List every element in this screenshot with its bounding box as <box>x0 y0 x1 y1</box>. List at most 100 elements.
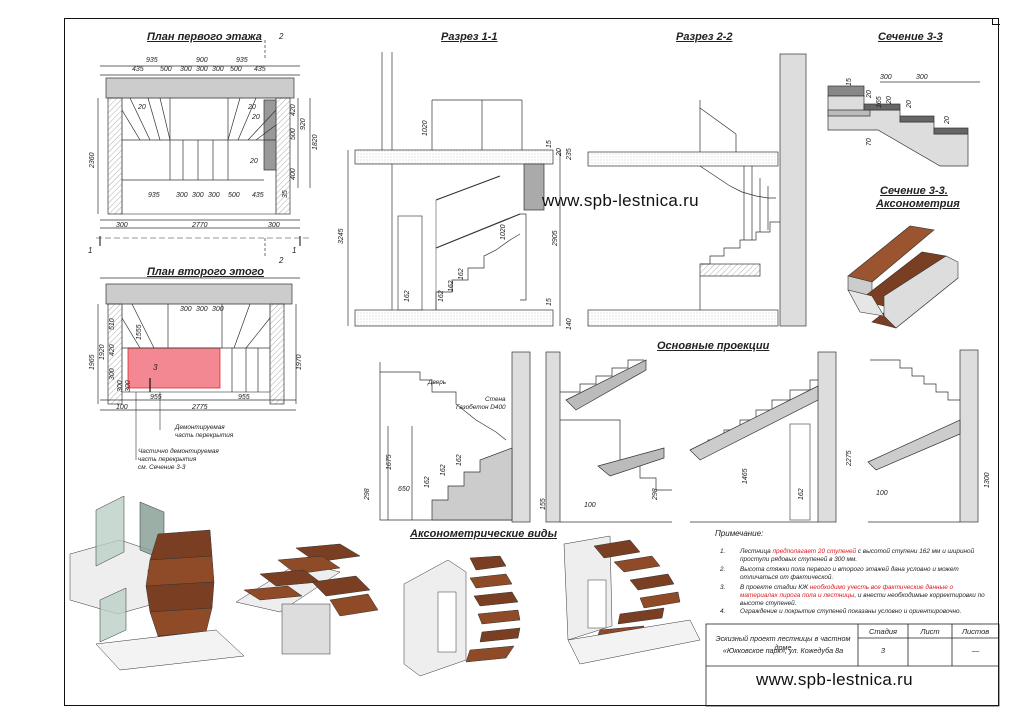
plan2-dim: 300 <box>196 306 208 313</box>
plan2-dim: 1970 <box>296 354 303 370</box>
cut33-geometry <box>827 81 980 167</box>
section1-dim: 162 <box>404 290 411 302</box>
stamp-project-line2: «Юкковское парк», ул. Кожедуба 8а <box>722 646 844 655</box>
section-marker: 2 <box>279 256 284 265</box>
title-section-2: Разрез 2-2 <box>676 31 733 43</box>
plan1-height: 2360 <box>89 152 96 168</box>
stamp-sheets-value: — <box>971 646 980 655</box>
plan2-dim: 1555 <box>136 324 143 340</box>
section1-dim: 140 <box>566 318 573 330</box>
section-marker: 1 <box>88 246 93 255</box>
projection-dim: 162 <box>440 464 447 476</box>
axo-views-geometry <box>69 495 701 677</box>
projection-dim: 650 <box>398 486 410 493</box>
title-plan-first: План первого этажа <box>147 31 262 43</box>
plan1-overall: 2770 <box>192 222 208 229</box>
note-num: 3. <box>720 584 726 591</box>
plan1-dim: 435 <box>132 66 144 73</box>
plan1-dim: 935 <box>148 192 160 199</box>
plan1-dim: 435 <box>252 192 264 199</box>
cut33-dim: 165 <box>876 96 883 108</box>
drawing-frame <box>64 18 999 706</box>
cut33-dim: 300 <box>916 74 928 81</box>
plan2-dim: 300 <box>125 380 132 392</box>
plan1-dim: 900 <box>196 57 208 64</box>
cut33-dim: 20 <box>866 90 873 98</box>
note-item: Ограждение и покрытие ступеней показаны … <box>740 608 962 615</box>
plan1-dim: 300 <box>180 66 192 73</box>
plan1-dim: 500 <box>230 66 242 73</box>
projection-dim: 155 <box>540 498 547 510</box>
plan1-dim-small: 35 <box>282 190 289 198</box>
plan1-dim: 300 <box>196 66 208 73</box>
projection-dim: 298 <box>364 488 371 500</box>
projection-dim: 100 <box>876 490 888 497</box>
frame-corner-mark <box>992 18 1000 25</box>
plan1-dim: 300 <box>116 222 128 229</box>
plan2-dim: 420 <box>109 344 116 356</box>
section1-dim: 1020 <box>500 224 507 240</box>
plan1-dim: 500 <box>228 192 240 199</box>
plan1-dim: 300 <box>208 192 220 199</box>
plan2-dim: 955 <box>238 394 250 401</box>
plan1-dim: 935 <box>236 57 248 64</box>
title-block: Эскизный проект лестницы в частном доме … <box>706 624 999 706</box>
note-num: 2. <box>720 566 726 573</box>
section1-dim: 162 <box>438 290 445 302</box>
section1-dim: 162 <box>448 280 455 292</box>
plan1-geometry <box>96 40 311 256</box>
stamp-col-sheets: Листов <box>961 627 990 636</box>
plan1-dim: 500 <box>160 66 172 73</box>
plan1-dim: 300 <box>268 222 280 229</box>
watermark-top[interactable]: www.spb-lestnica.ru <box>542 191 699 210</box>
projection-dim: 162 <box>798 488 805 500</box>
note-num: 4. <box>720 608 726 615</box>
cut33-dim: 70 <box>866 138 873 146</box>
notes-heading: Примечание: <box>715 529 764 538</box>
plan2-dim: 1965 <box>89 354 96 370</box>
plan1-dim: 420 <box>290 104 297 116</box>
projection-dim: 100 <box>584 502 596 509</box>
cut33-dim: 20 <box>886 96 893 104</box>
title-main-projections: Основные проекции <box>657 340 770 352</box>
note-item: Лестница предполагает 20 ступеней с высо… <box>740 548 975 563</box>
projections-geometry <box>379 349 979 523</box>
cut33-axo-geometry <box>847 225 959 329</box>
projection-dim: 1465 <box>742 468 749 484</box>
watermark-bottom[interactable]: www.spb-lestnica.ru <box>756 670 913 689</box>
plan1-dim-small: 20 <box>138 104 146 111</box>
cut33-dim: 20 <box>906 100 913 108</box>
plan1-dim: 300 <box>192 192 204 199</box>
title-cut-33-axo-1: Сечение 3-3. <box>880 185 948 197</box>
label-door: Дверь <box>428 379 447 386</box>
cut33-dim: 20 <box>944 116 951 124</box>
projection-dim: 2275 <box>846 450 853 466</box>
section1-dim: 20 <box>556 148 563 156</box>
plan2-dim: 510 <box>109 318 116 330</box>
plan1-dim: 435 <box>254 66 266 73</box>
plan2-dim: 955 <box>150 394 162 401</box>
plan1-dim-small: 20 <box>250 158 258 165</box>
section2-geometry <box>587 53 807 327</box>
plan1-dim: 1820 <box>312 134 319 150</box>
plan1-dim: 300 <box>212 66 224 73</box>
plan1-dim: 920 <box>300 118 307 130</box>
stamp-stage-value: 3 <box>880 646 886 655</box>
section1-dim: 3245 <box>338 228 345 244</box>
section-marker: 1 <box>292 246 297 255</box>
section1-dim: 235 <box>566 148 573 160</box>
plan1-dim: 935 <box>146 57 158 64</box>
plan2-geometry <box>97 277 300 460</box>
title-section-1: Разрез 1-1 <box>441 31 498 43</box>
section1-dim: 15 <box>546 140 553 148</box>
title-cut-33: Сечение 3-3 <box>878 31 943 43</box>
projection-dim: 298 <box>652 488 659 500</box>
note-item: В проекте стадии КЖ необходимо учесть вс… <box>740 584 985 607</box>
section1-dim: 162 <box>458 268 465 280</box>
stamp-col-stage: Стадия <box>868 627 898 636</box>
stamp-col-sheet: Лист <box>920 627 940 636</box>
title-cut-33-axo-2: Аксонометрия <box>876 198 960 210</box>
